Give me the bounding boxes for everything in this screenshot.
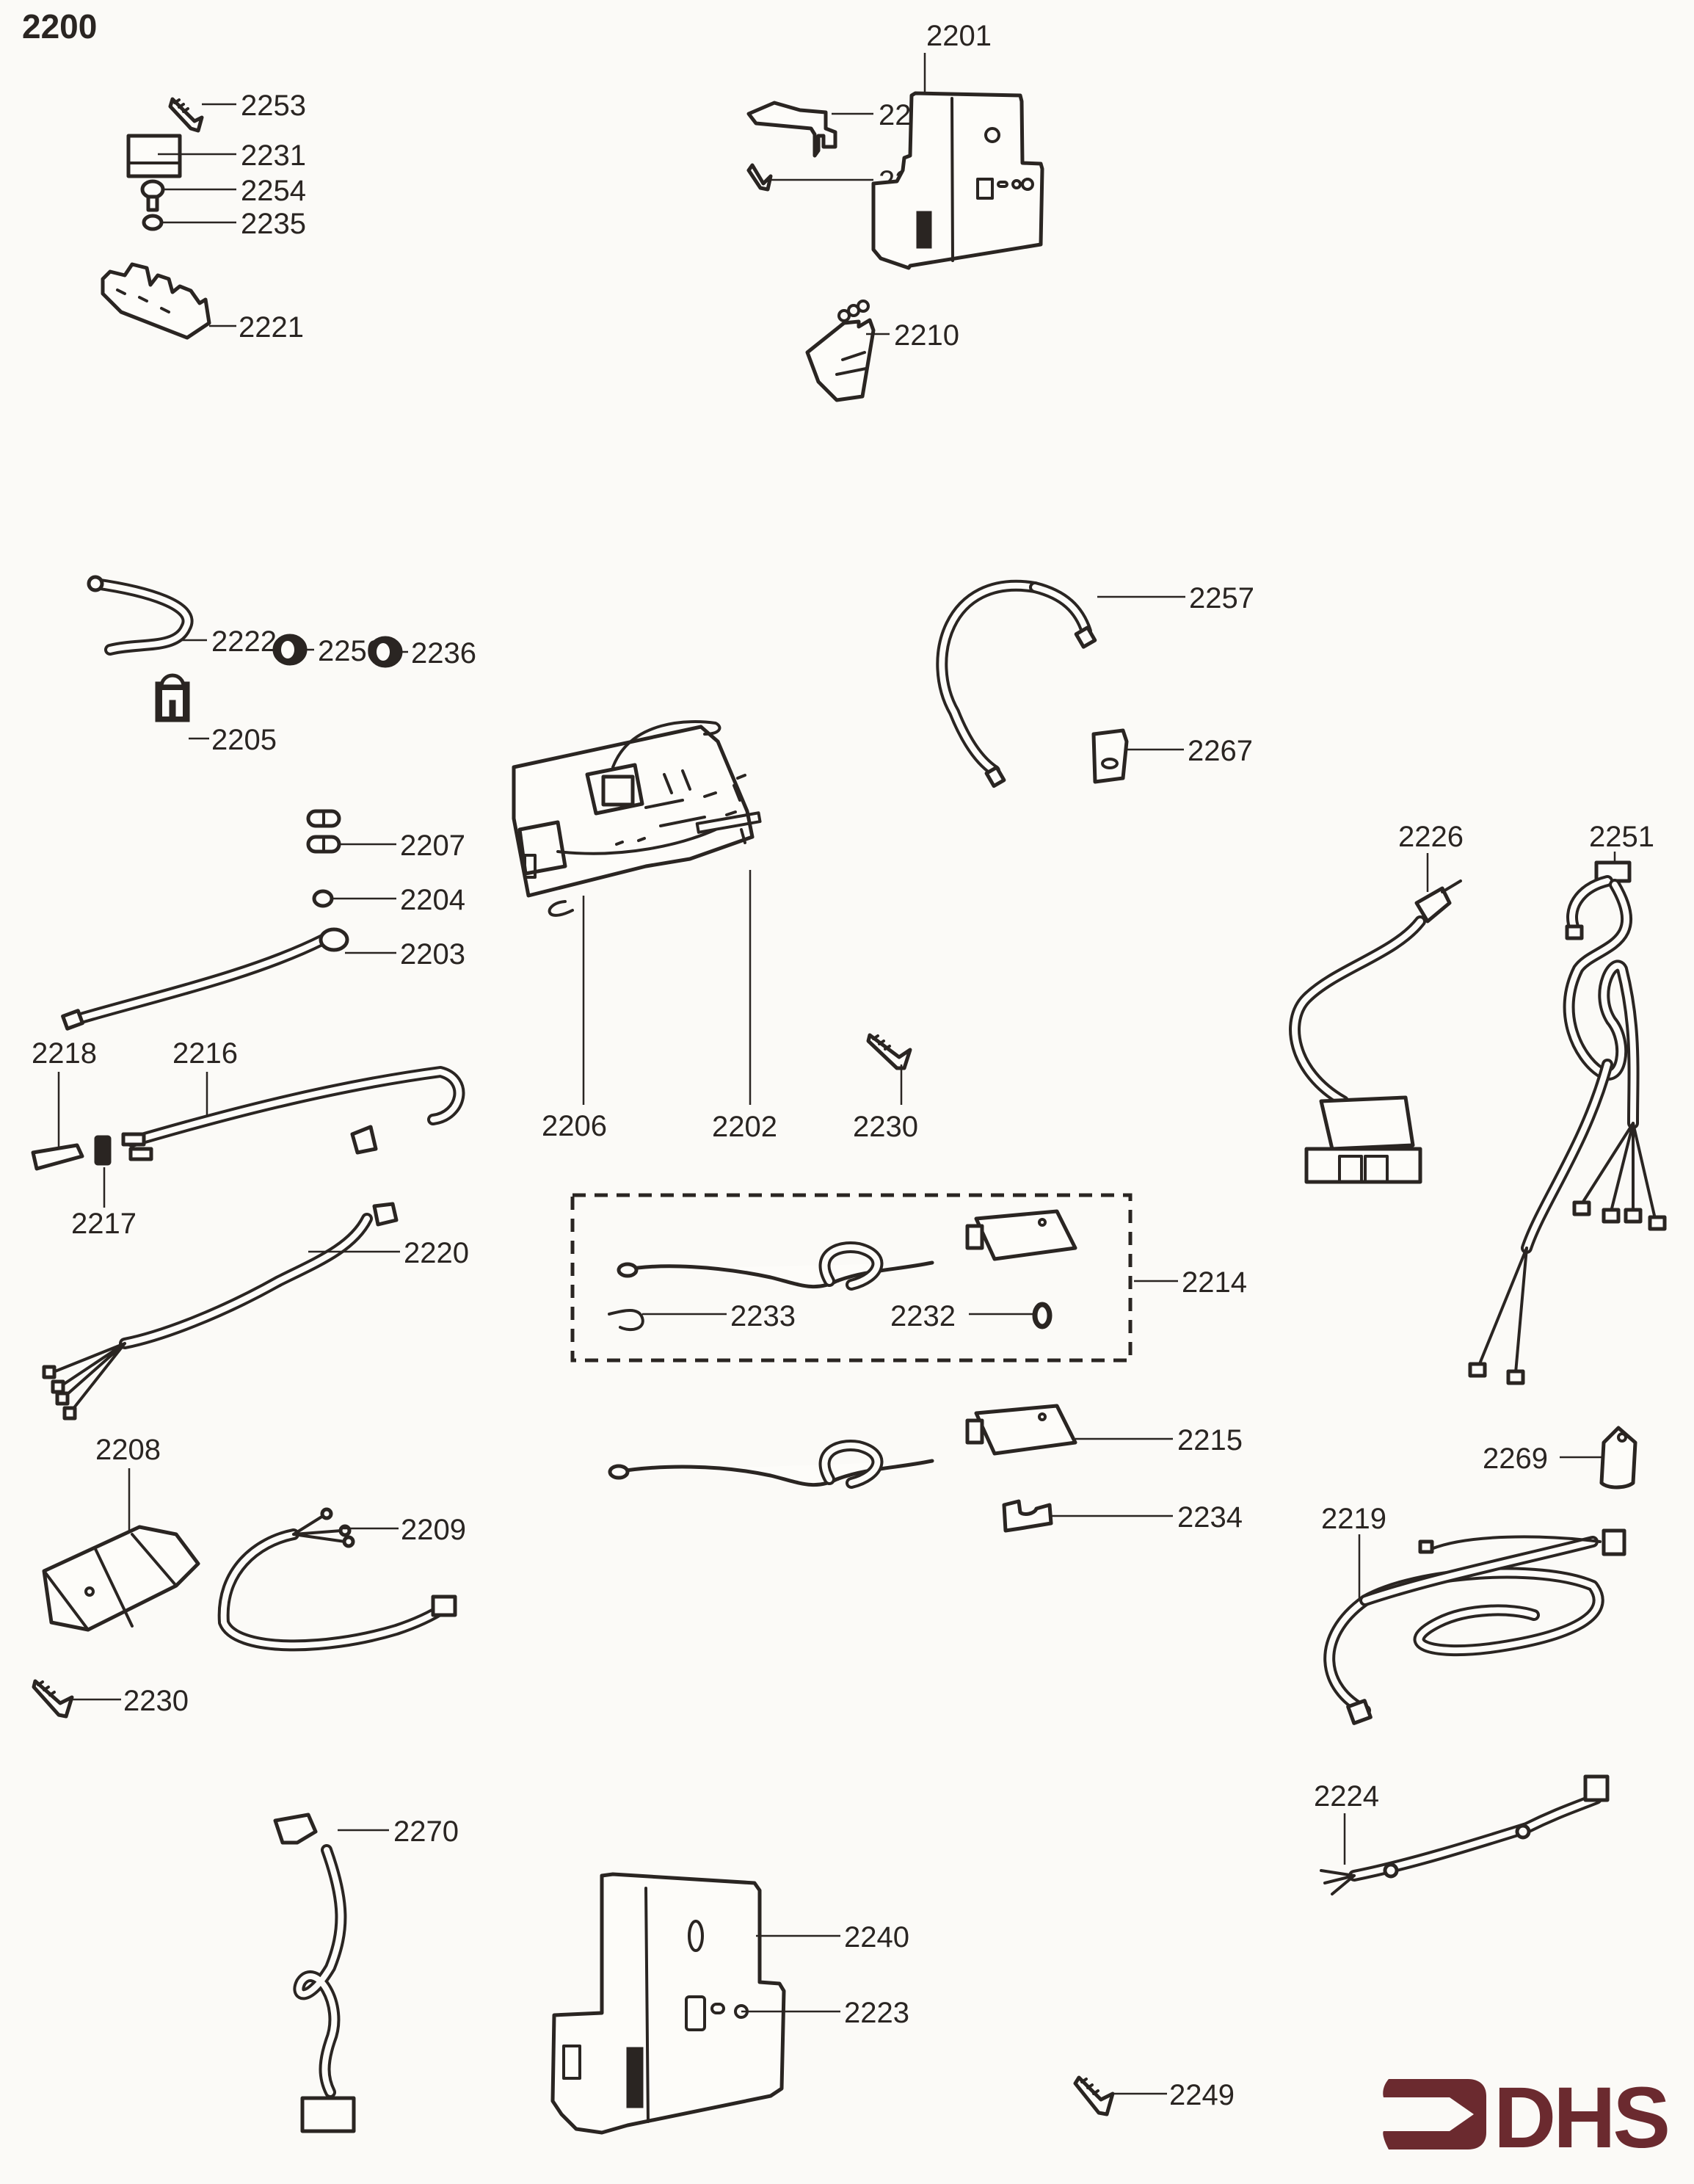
label-2202: 2202 <box>712 1111 777 1143</box>
part-2207-fuse-clips-icon <box>306 809 341 854</box>
label-2233: 2233 <box>730 1300 796 1332</box>
part-2270-harness-connectors-icon <box>273 1813 356 2133</box>
part-2267-clip-icon <box>1091 728 1129 784</box>
label-2251: 2251 <box>1589 821 1654 853</box>
part-2210-terminal-board-icon <box>805 300 876 402</box>
label-2231: 2231 <box>241 139 306 172</box>
label-2218: 2218 <box>32 1037 97 1070</box>
part-2209-harness-plug-icon <box>217 1507 457 1652</box>
part-2236-knob-icon <box>368 636 403 668</box>
part-2220-multiwire-harness-icon <box>42 1202 399 1421</box>
part-2204-nut-icon <box>312 889 334 908</box>
label-2206: 2206 <box>542 1110 607 1142</box>
part-2249-screw-icon <box>1073 2075 1115 2116</box>
part-2216-sensor-wire-icon <box>121 1066 465 1161</box>
part-2231-cover-plate-icon <box>126 134 182 178</box>
label-2226: 2226 <box>1398 821 1464 853</box>
part-2257-jumper-wire-icon <box>936 579 1097 788</box>
diagram-title: 2200 <box>22 7 97 46</box>
label-2236: 2236 <box>411 637 476 670</box>
label-2207: 2207 <box>400 830 465 862</box>
label-2232: 2232 <box>890 1300 956 1332</box>
part-2254-bolt-icon <box>140 179 165 212</box>
part-2201-control-housing-icon <box>871 91 1044 270</box>
label-2208: 2208 <box>95 1434 161 1466</box>
part-2202-circuit-board-icon <box>512 720 762 917</box>
label-2204: 2204 <box>400 884 465 916</box>
part-2253-screw-icon <box>746 163 773 192</box>
label-2230: 2230 <box>853 1111 918 1143</box>
group-2214-thermostat-kit: 2233 2232 <box>570 1193 1133 1363</box>
label-2209: 2209 <box>401 1514 466 1546</box>
label-2230-b: 2230 <box>123 1685 189 1717</box>
label-2249: 2249 <box>1169 2079 1235 2111</box>
label-2221: 2221 <box>239 311 304 344</box>
label-2270: 2270 <box>393 1815 459 1848</box>
label-2220: 2220 <box>404 1237 469 1269</box>
part-2217-spring-icon <box>94 1135 112 1166</box>
label-2217: 2217 <box>71 1208 137 1240</box>
part-2203-thermistor-lead-icon <box>61 927 349 1031</box>
part-2233-clip-icon <box>608 1309 644 1332</box>
label-2224: 2224 <box>1314 1780 1379 1813</box>
dhs-logo: DHS <box>1383 2069 1671 2166</box>
part-2230-screw-icon <box>866 1033 912 1070</box>
part-2219-coiled-harness-icon <box>1323 1528 1626 1725</box>
label-2234: 2234 <box>1177 1501 1243 1534</box>
part-2215-thermostat-icon <box>608 1404 1077 1489</box>
label-2210: 2210 <box>894 319 959 352</box>
part-2240-control-cover-icon <box>550 1872 786 2135</box>
label-2203: 2203 <box>400 938 465 971</box>
dhs-logo-arrow-icon <box>1383 2079 1486 2149</box>
part-2234-capillary-clamp-icon <box>1002 1499 1053 1533</box>
part-2205-indicator-lamp-icon <box>155 673 190 722</box>
label-2254: 2254 <box>241 175 306 207</box>
label-2267: 2267 <box>1188 735 1253 767</box>
part-2224-short-harness-icon <box>1320 1774 1610 1895</box>
label-2215: 2215 <box>1177 1424 1243 1456</box>
part-2222-ground-wire-icon <box>87 575 194 656</box>
part-2221-terminal-strip-icon <box>101 262 211 340</box>
label-2219: 2219 <box>1321 1503 1386 1535</box>
label-2201: 2201 <box>926 20 992 52</box>
part-2253-screw-icon <box>168 97 204 133</box>
part-2232-o-ring-icon <box>1032 1302 1053 1329</box>
label-2253: 2253 <box>241 90 306 122</box>
part-2244-bracket-icon <box>746 101 837 158</box>
part-2208-relay-box-icon <box>42 1525 200 1632</box>
part-2235-nut-icon <box>142 214 164 231</box>
label-2223: 2223 <box>844 1997 909 2029</box>
part-2269-cap-icon <box>1599 1426 1637 1490</box>
part-2218-sensor-tip-icon <box>31 1143 84 1171</box>
dhs-logo-text: DHS <box>1494 2069 1668 2166</box>
part-2214-thermostat-icon <box>617 1209 1077 1291</box>
label-2240: 2240 <box>844 1921 909 1953</box>
part-2226-transformer-harness-icon <box>1289 879 1462 1184</box>
label-2205: 2205 <box>211 724 277 756</box>
label-2214: 2214 <box>1182 1266 1247 1299</box>
part-2230-screw-icon-b <box>32 1679 74 1719</box>
part-2251-wiring-harness-icon <box>1468 860 1667 1385</box>
label-2257: 2257 <box>1189 582 1254 614</box>
label-2235: 2235 <box>241 208 306 240</box>
part-2250-knob-icon <box>272 634 308 666</box>
label-2269: 2269 <box>1483 1443 1548 1475</box>
label-2222: 2222 <box>211 625 277 658</box>
label-2216: 2216 <box>172 1037 238 1070</box>
